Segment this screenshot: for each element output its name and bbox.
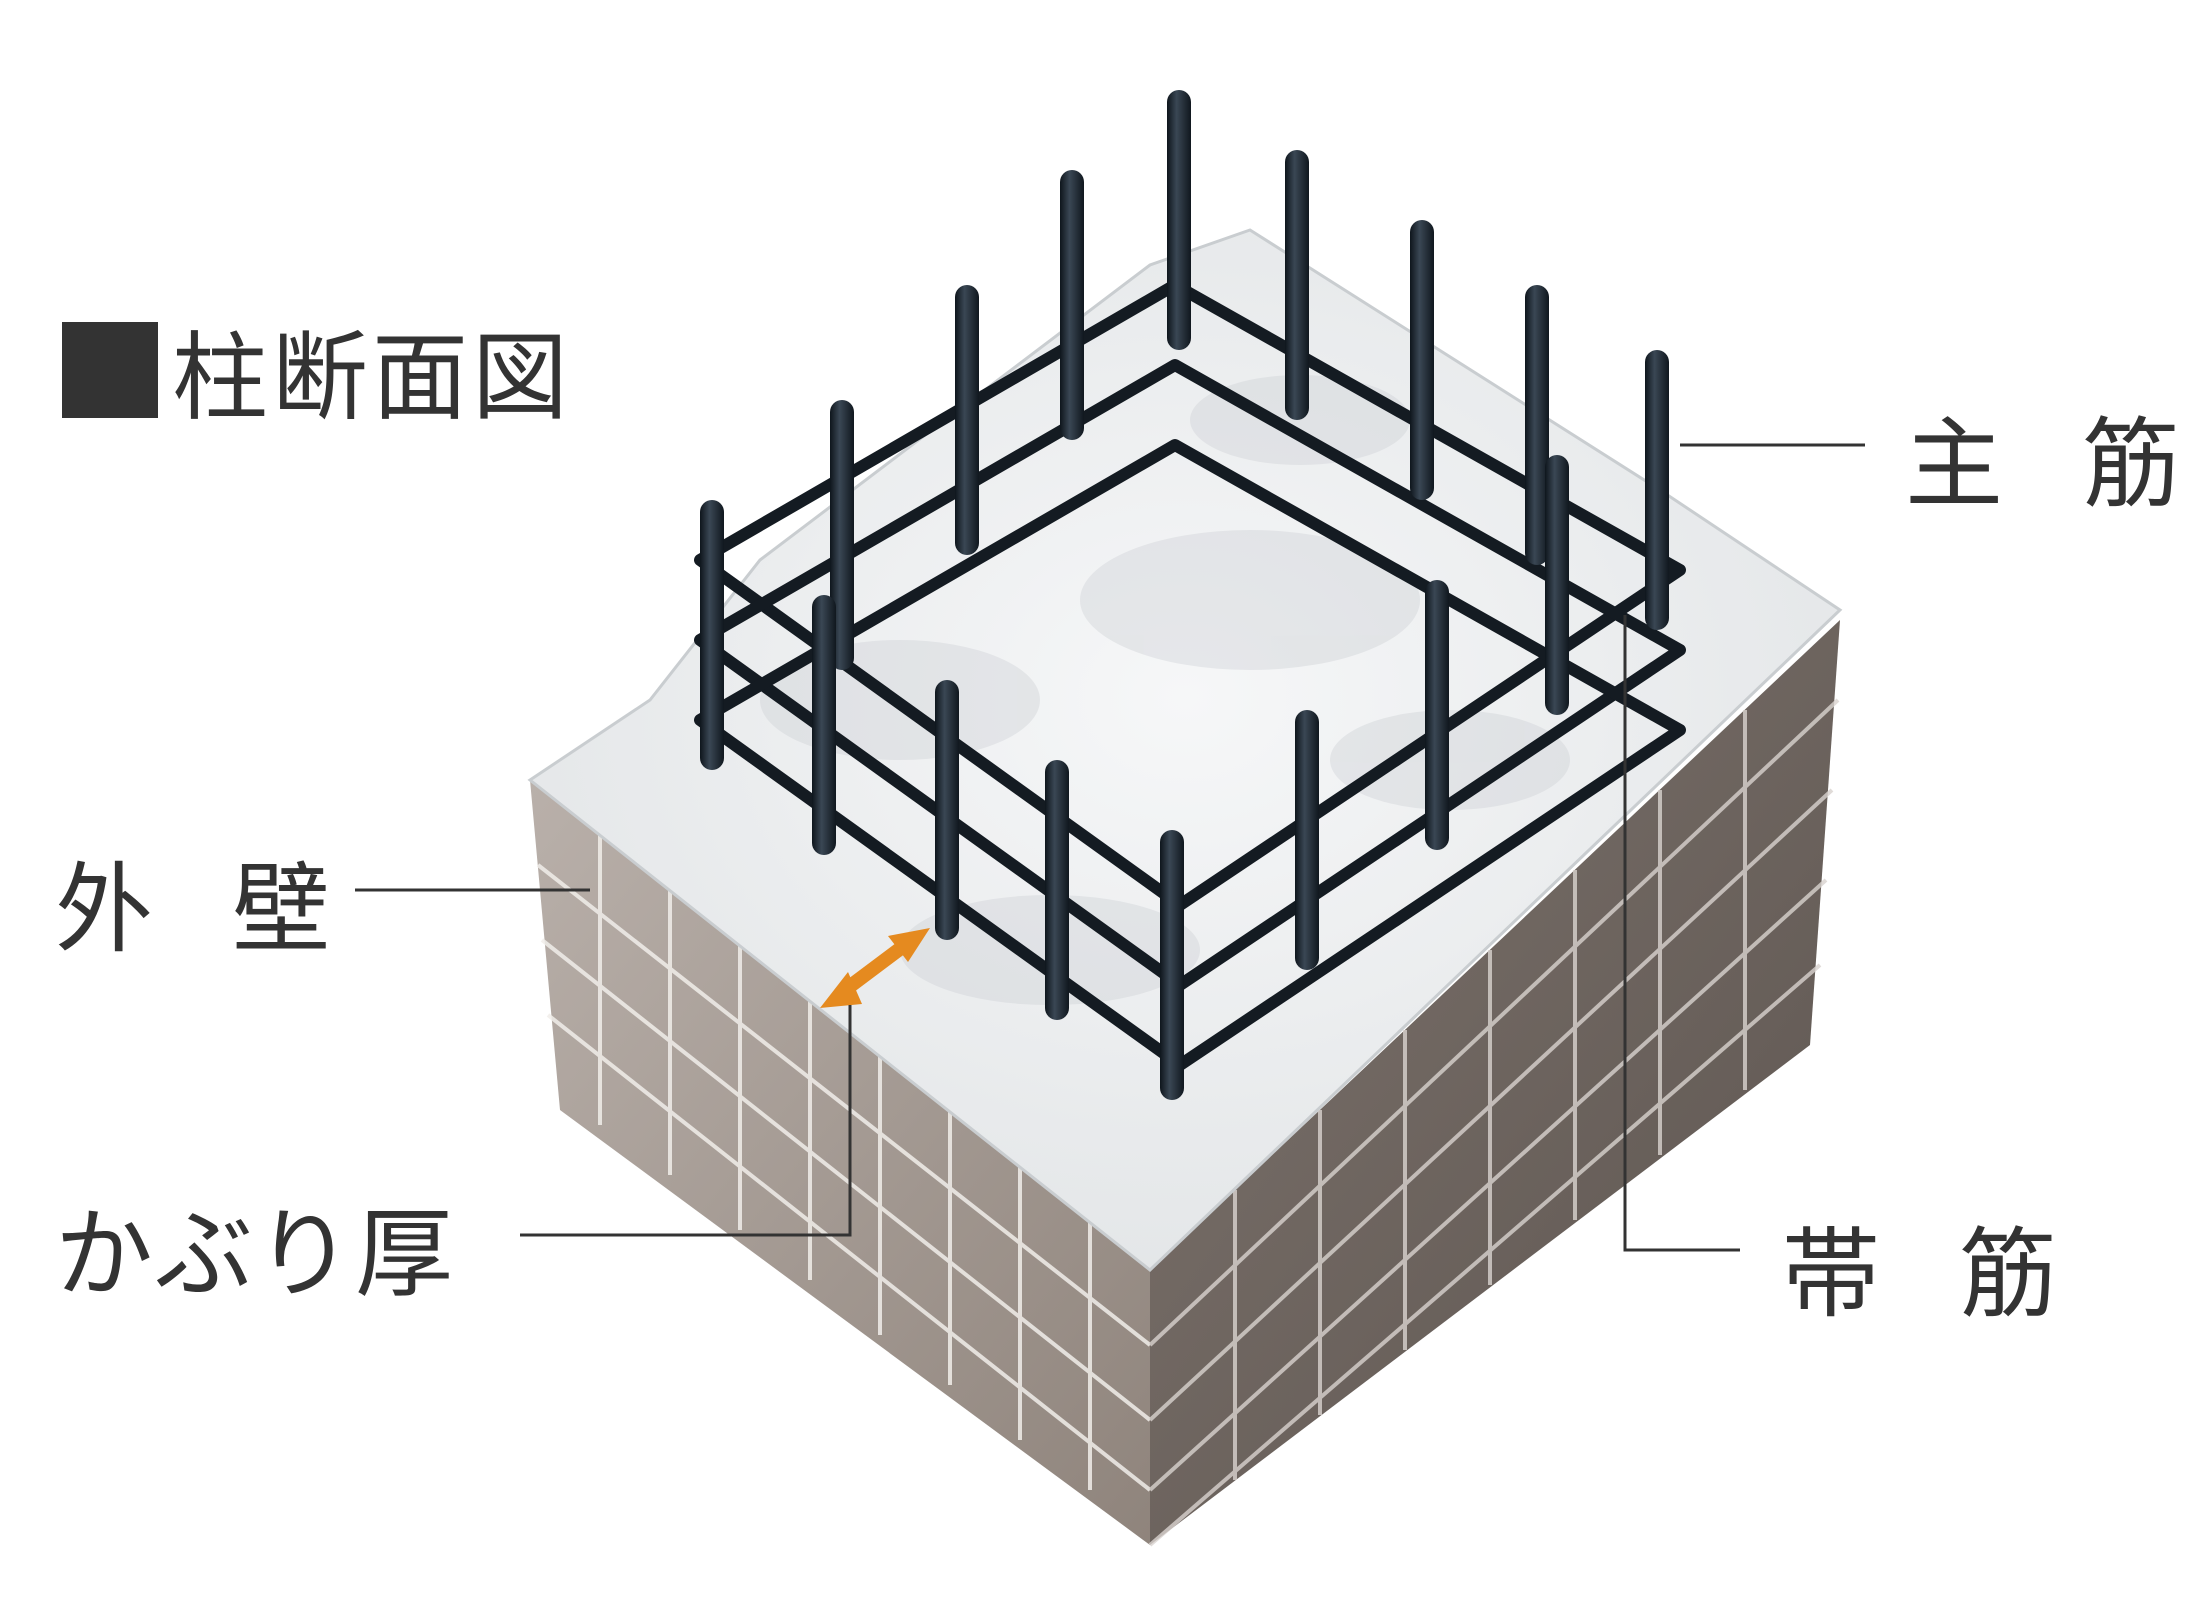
main-bar — [935, 680, 959, 940]
label-outer-wall: 外 壁 — [55, 853, 355, 967]
main-bar — [1425, 580, 1449, 850]
label-main-bar: 主 筋 — [1905, 408, 2200, 522]
main-bar — [812, 595, 836, 855]
cover-thickness-arrow — [820, 928, 930, 1008]
tie-bar-hoop — [694, 279, 1686, 911]
tie-bars — [694, 279, 1686, 1071]
outer-wall-right-face — [1148, 620, 1840, 1547]
main-bar — [1060, 170, 1084, 440]
main-bar — [1167, 90, 1191, 350]
tie-bar-hoop — [694, 439, 1686, 1071]
main-bar — [955, 285, 979, 555]
main-bar — [1645, 350, 1669, 630]
main-bar — [1285, 150, 1309, 420]
main-bar — [1545, 455, 1569, 715]
square-bullet-icon — [62, 321, 158, 418]
diagram-title: 柱断面図 — [62, 300, 572, 439]
label-cover-thickness: かぶり厚 — [55, 1198, 456, 1312]
main-bar — [1045, 760, 1069, 1020]
main-bars — [700, 90, 1669, 1100]
leader-lines — [355, 443, 1865, 1252]
main-bar — [1160, 830, 1184, 1100]
main-bar — [700, 500, 724, 770]
title-text: 柱断面図 — [172, 322, 572, 434]
label-tie-bar: 帯 筋 — [1782, 1218, 2082, 1332]
main-bar — [1295, 710, 1319, 970]
main-bar — [830, 400, 854, 670]
outer-wall-left-face — [530, 780, 1152, 1545]
tie-bar-hoop — [694, 359, 1686, 991]
main-bar — [1410, 220, 1434, 500]
leader-tie-bar — [1623, 615, 1740, 1252]
main-bar — [1525, 285, 1549, 565]
leader-cover-thickness — [520, 1005, 852, 1237]
